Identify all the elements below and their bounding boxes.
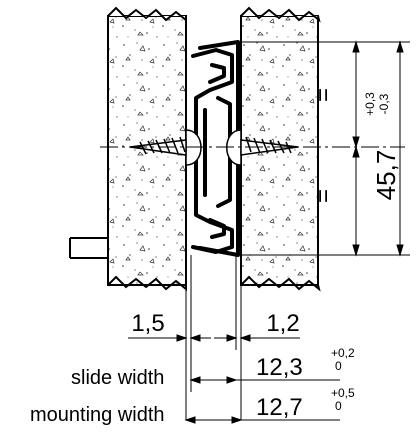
height-tol-upper: +0,3 <box>363 92 377 116</box>
right-panel <box>240 6 321 292</box>
equal-mark-lower: = <box>310 189 337 203</box>
mounting-width-tol-lower: 0 <box>335 399 342 413</box>
mounting-width-dimension <box>184 416 340 424</box>
left-clearance-value: 1,5 <box>131 310 164 337</box>
clearance-dimensions <box>128 334 300 342</box>
equal-mark-upper: = <box>310 88 337 102</box>
height-tol-lower: -0,3 <box>377 93 391 114</box>
slide-width-label: slide width <box>71 367 164 389</box>
mounting-width-tol-upper: +0,5 <box>331 386 355 400</box>
slide-width-tol-upper: +0,2 <box>331 346 355 360</box>
slide-width-value: 12,3 <box>256 354 303 381</box>
mounting-width-value: 12,7 <box>256 394 303 421</box>
height-value: 45,7 <box>371 150 401 201</box>
cut-marker <box>69 237 108 259</box>
right-clearance-value: 1,2 <box>266 310 299 337</box>
vertical-dimension <box>241 40 410 257</box>
horizontal-extension-lines <box>185 255 242 420</box>
mounting-width-label: mounting width <box>30 404 165 426</box>
slide-width-dimension <box>189 376 340 384</box>
slide-width-tol-lower: 0 <box>335 359 342 373</box>
